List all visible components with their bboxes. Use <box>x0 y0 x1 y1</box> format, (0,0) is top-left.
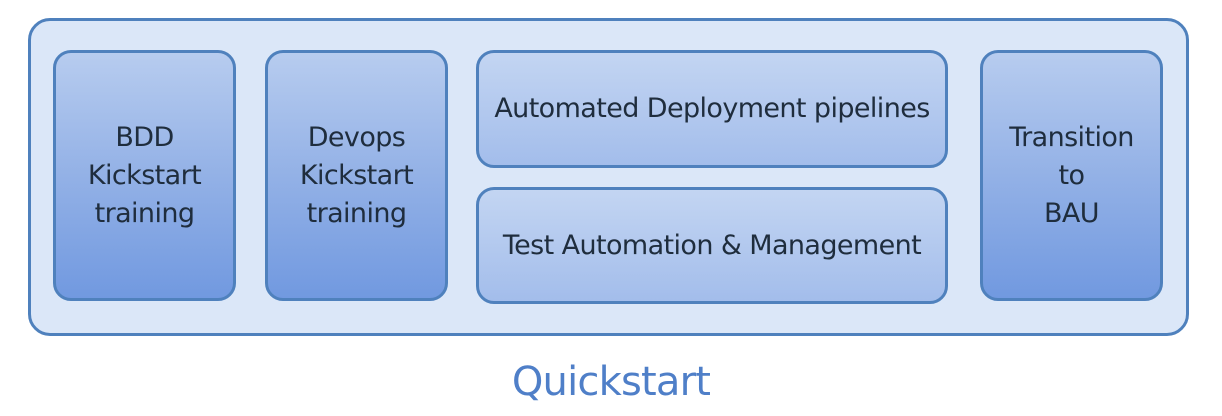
automated-deployment-pipelines-block: Automated Deployment pipelines <box>476 50 948 168</box>
transition-to-bau-block: Transition to BAU <box>980 50 1163 301</box>
diagram-caption: Quickstart <box>511 359 711 405</box>
devops-kickstart-training-block: Devops Kickstart training <box>265 50 448 301</box>
block-text-line: Devops <box>307 121 406 153</box>
block-text-line: to <box>1058 159 1086 191</box>
block-text-line: BAU <box>1044 197 1100 229</box>
bdd-kickstart-training-block: BDD Kickstart training <box>53 50 236 301</box>
block-text-line: Automated Deployment pipelines <box>494 93 930 124</box>
block-text-line: Test Automation & Management <box>502 229 922 261</box>
block-text-line: training <box>94 197 195 229</box>
block-text-line: BDD <box>115 121 174 153</box>
test-automation-management-block: Test Automation & Management <box>476 187 948 304</box>
block-text-line: Kickstart <box>299 159 414 191</box>
block-text-line: Transition <box>1009 121 1134 153</box>
block-text-line: training <box>306 197 407 229</box>
block-text-line: Kickstart <box>87 159 202 191</box>
